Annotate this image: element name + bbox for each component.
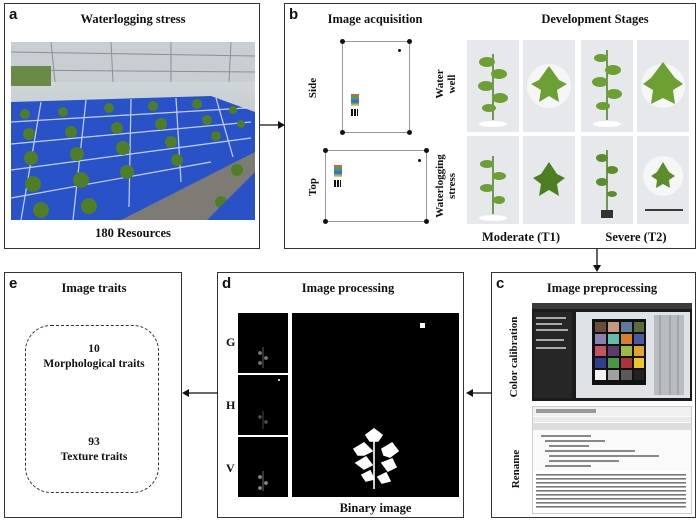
color-checker-screenshot	[532, 303, 692, 401]
view-top-label: Top	[307, 178, 319, 196]
photo-ws-t2-side	[581, 136, 633, 224]
greenhouse-photo	[11, 42, 255, 220]
trait-1-count: 10	[88, 343, 100, 355]
panel-b-title-left: Image acquisition	[327, 12, 423, 26]
channel-label-h: H	[226, 398, 236, 412]
channel-label-g: G	[226, 335, 236, 349]
rename-screenshot	[532, 406, 692, 514]
panel-a-title: Waterlogging stress	[80, 12, 186, 26]
panel-e-letter: e	[9, 275, 18, 292]
panel-d: d Image processing G H V Binary image	[217, 272, 464, 518]
panel-a: a Waterlogging stress	[4, 3, 260, 249]
photo-ws-t1-top	[523, 136, 575, 224]
panel-c-title: Image preprocessing	[546, 281, 658, 295]
panel-c-letter: c	[496, 275, 505, 292]
rename-label: Rename	[510, 449, 522, 489]
photo-ws-t1-side	[467, 136, 519, 224]
col-label-moderate: Moderate (T1)	[481, 230, 561, 244]
channel-image-g	[238, 313, 288, 373]
side-view-frame	[340, 39, 412, 135]
binary-image	[292, 313, 459, 497]
arrow-d-to-e	[182, 389, 218, 397]
arrow-c-to-d	[466, 389, 492, 397]
panel-b: b Image acquisition Development Stages S…	[284, 3, 696, 249]
photo-ww-t1-top	[523, 40, 575, 132]
panel-e: e Image traits 10 Morphological traits 9…	[4, 272, 182, 518]
photo-ww-t2-top	[637, 40, 689, 132]
binary-image-caption: Binary image	[339, 501, 412, 515]
col-label-severe: Severe (T2)	[605, 230, 667, 244]
panel-a-letter: a	[9, 6, 18, 23]
panel-d-title: Image processing	[301, 281, 395, 295]
trait-1-label: Morphological traits	[43, 358, 145, 370]
photo-ws-t2-top	[637, 136, 689, 224]
view-side-label: Side	[307, 77, 319, 99]
panel-b-title-right: Development Stages	[541, 12, 649, 26]
photo-ww-t1-side	[467, 40, 519, 132]
photo-ww-t2-side	[581, 40, 633, 132]
top-view-frame	[323, 148, 429, 224]
color-calibration-label: Color calibration	[508, 316, 520, 398]
arrow-a-to-b	[260, 121, 285, 129]
panel-d-letter: d	[222, 275, 232, 292]
channel-image-v	[238, 437, 288, 497]
qr-code	[351, 109, 358, 116]
panel-b-letter: b	[289, 6, 299, 23]
trait-2-label: Texture traits	[60, 451, 128, 463]
panel-c: c Image preprocessing Color calibration …	[491, 272, 696, 518]
channel-image-h	[238, 375, 288, 435]
panel-a-caption: 180 Resources	[95, 226, 171, 240]
traits-box	[25, 325, 159, 493]
panel-e-title: Image traits	[61, 281, 127, 295]
trait-2-count: 93	[88, 436, 100, 448]
channel-label-v: V	[226, 461, 235, 475]
color-card	[351, 94, 359, 106]
arrow-b-to-c	[593, 249, 601, 272]
